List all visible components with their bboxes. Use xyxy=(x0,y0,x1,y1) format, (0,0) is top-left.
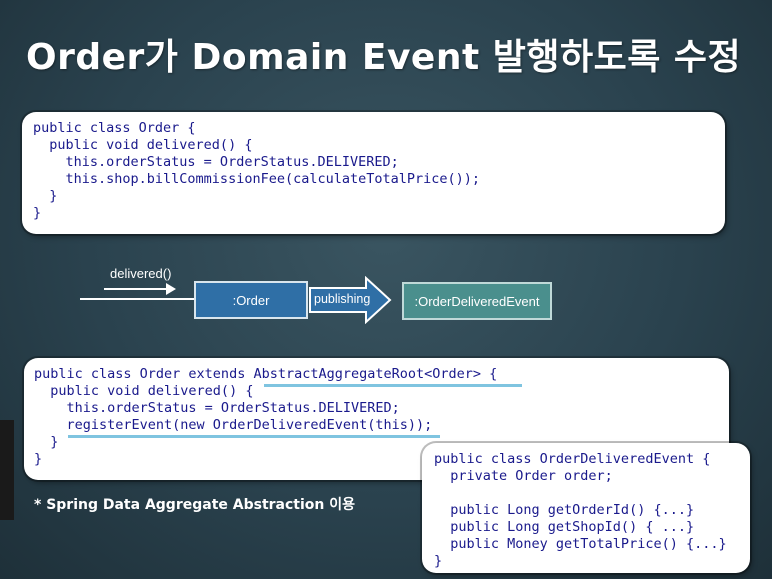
code-line: public Long getShopId() { ...} xyxy=(434,519,695,535)
publishing-label: publishing xyxy=(314,292,371,306)
code-line: private Order order; xyxy=(434,468,613,484)
code-line: } xyxy=(33,205,42,221)
left-edge-strip xyxy=(0,420,14,520)
code-line: this.orderStatus = OrderStatus.DELIVERED… xyxy=(33,154,399,170)
code-line: } xyxy=(33,188,58,204)
code-line: public class Order extends AbstractAggre… xyxy=(34,366,498,382)
code-line: public Long getOrderId() {...} xyxy=(434,502,695,518)
footnote: * Spring Data Aggregate Abstraction 이용 xyxy=(34,497,355,513)
code-line: } xyxy=(434,553,443,569)
publishing-arrow-icon xyxy=(309,276,392,324)
code-line: } xyxy=(34,434,59,450)
code-line: public Money getTotalPrice() {...} xyxy=(434,536,727,552)
highlight-underline-register-event xyxy=(68,435,440,438)
event-box: :OrderDeliveredEvent xyxy=(402,282,552,320)
slide-title: Order가 Domain Event 발행하도록 수정 xyxy=(26,37,742,78)
code-block-order-delivered-event: public class OrderDeliveredEvent { priva… xyxy=(422,443,750,573)
call-label: delivered() xyxy=(110,266,172,281)
code-line: registerEvent(new OrderDeliveredEvent(th… xyxy=(34,417,433,433)
call-arrowhead-icon xyxy=(166,283,176,295)
highlight-underline-extends xyxy=(264,384,522,387)
code-line: this.shop.billCommissionFee(calculateTot… xyxy=(33,171,481,187)
code-line: public class Order { xyxy=(33,120,196,136)
code-line: } xyxy=(34,451,43,467)
code-line: public void delivered() { xyxy=(33,137,253,153)
code-block-order-original: public class Order { public void deliver… xyxy=(22,112,725,234)
call-arrow-line xyxy=(80,298,194,300)
code-line: public void delivered() { xyxy=(34,383,254,399)
call-arrow-upper xyxy=(104,288,170,290)
order-box: :Order xyxy=(194,281,308,319)
code-line: public class OrderDeliveredEvent { xyxy=(434,451,711,467)
code-line: this.orderStatus = OrderStatus.DELIVERED… xyxy=(34,400,400,416)
code-block-order-with-event: public class Order extends AbstractAggre… xyxy=(24,358,729,480)
